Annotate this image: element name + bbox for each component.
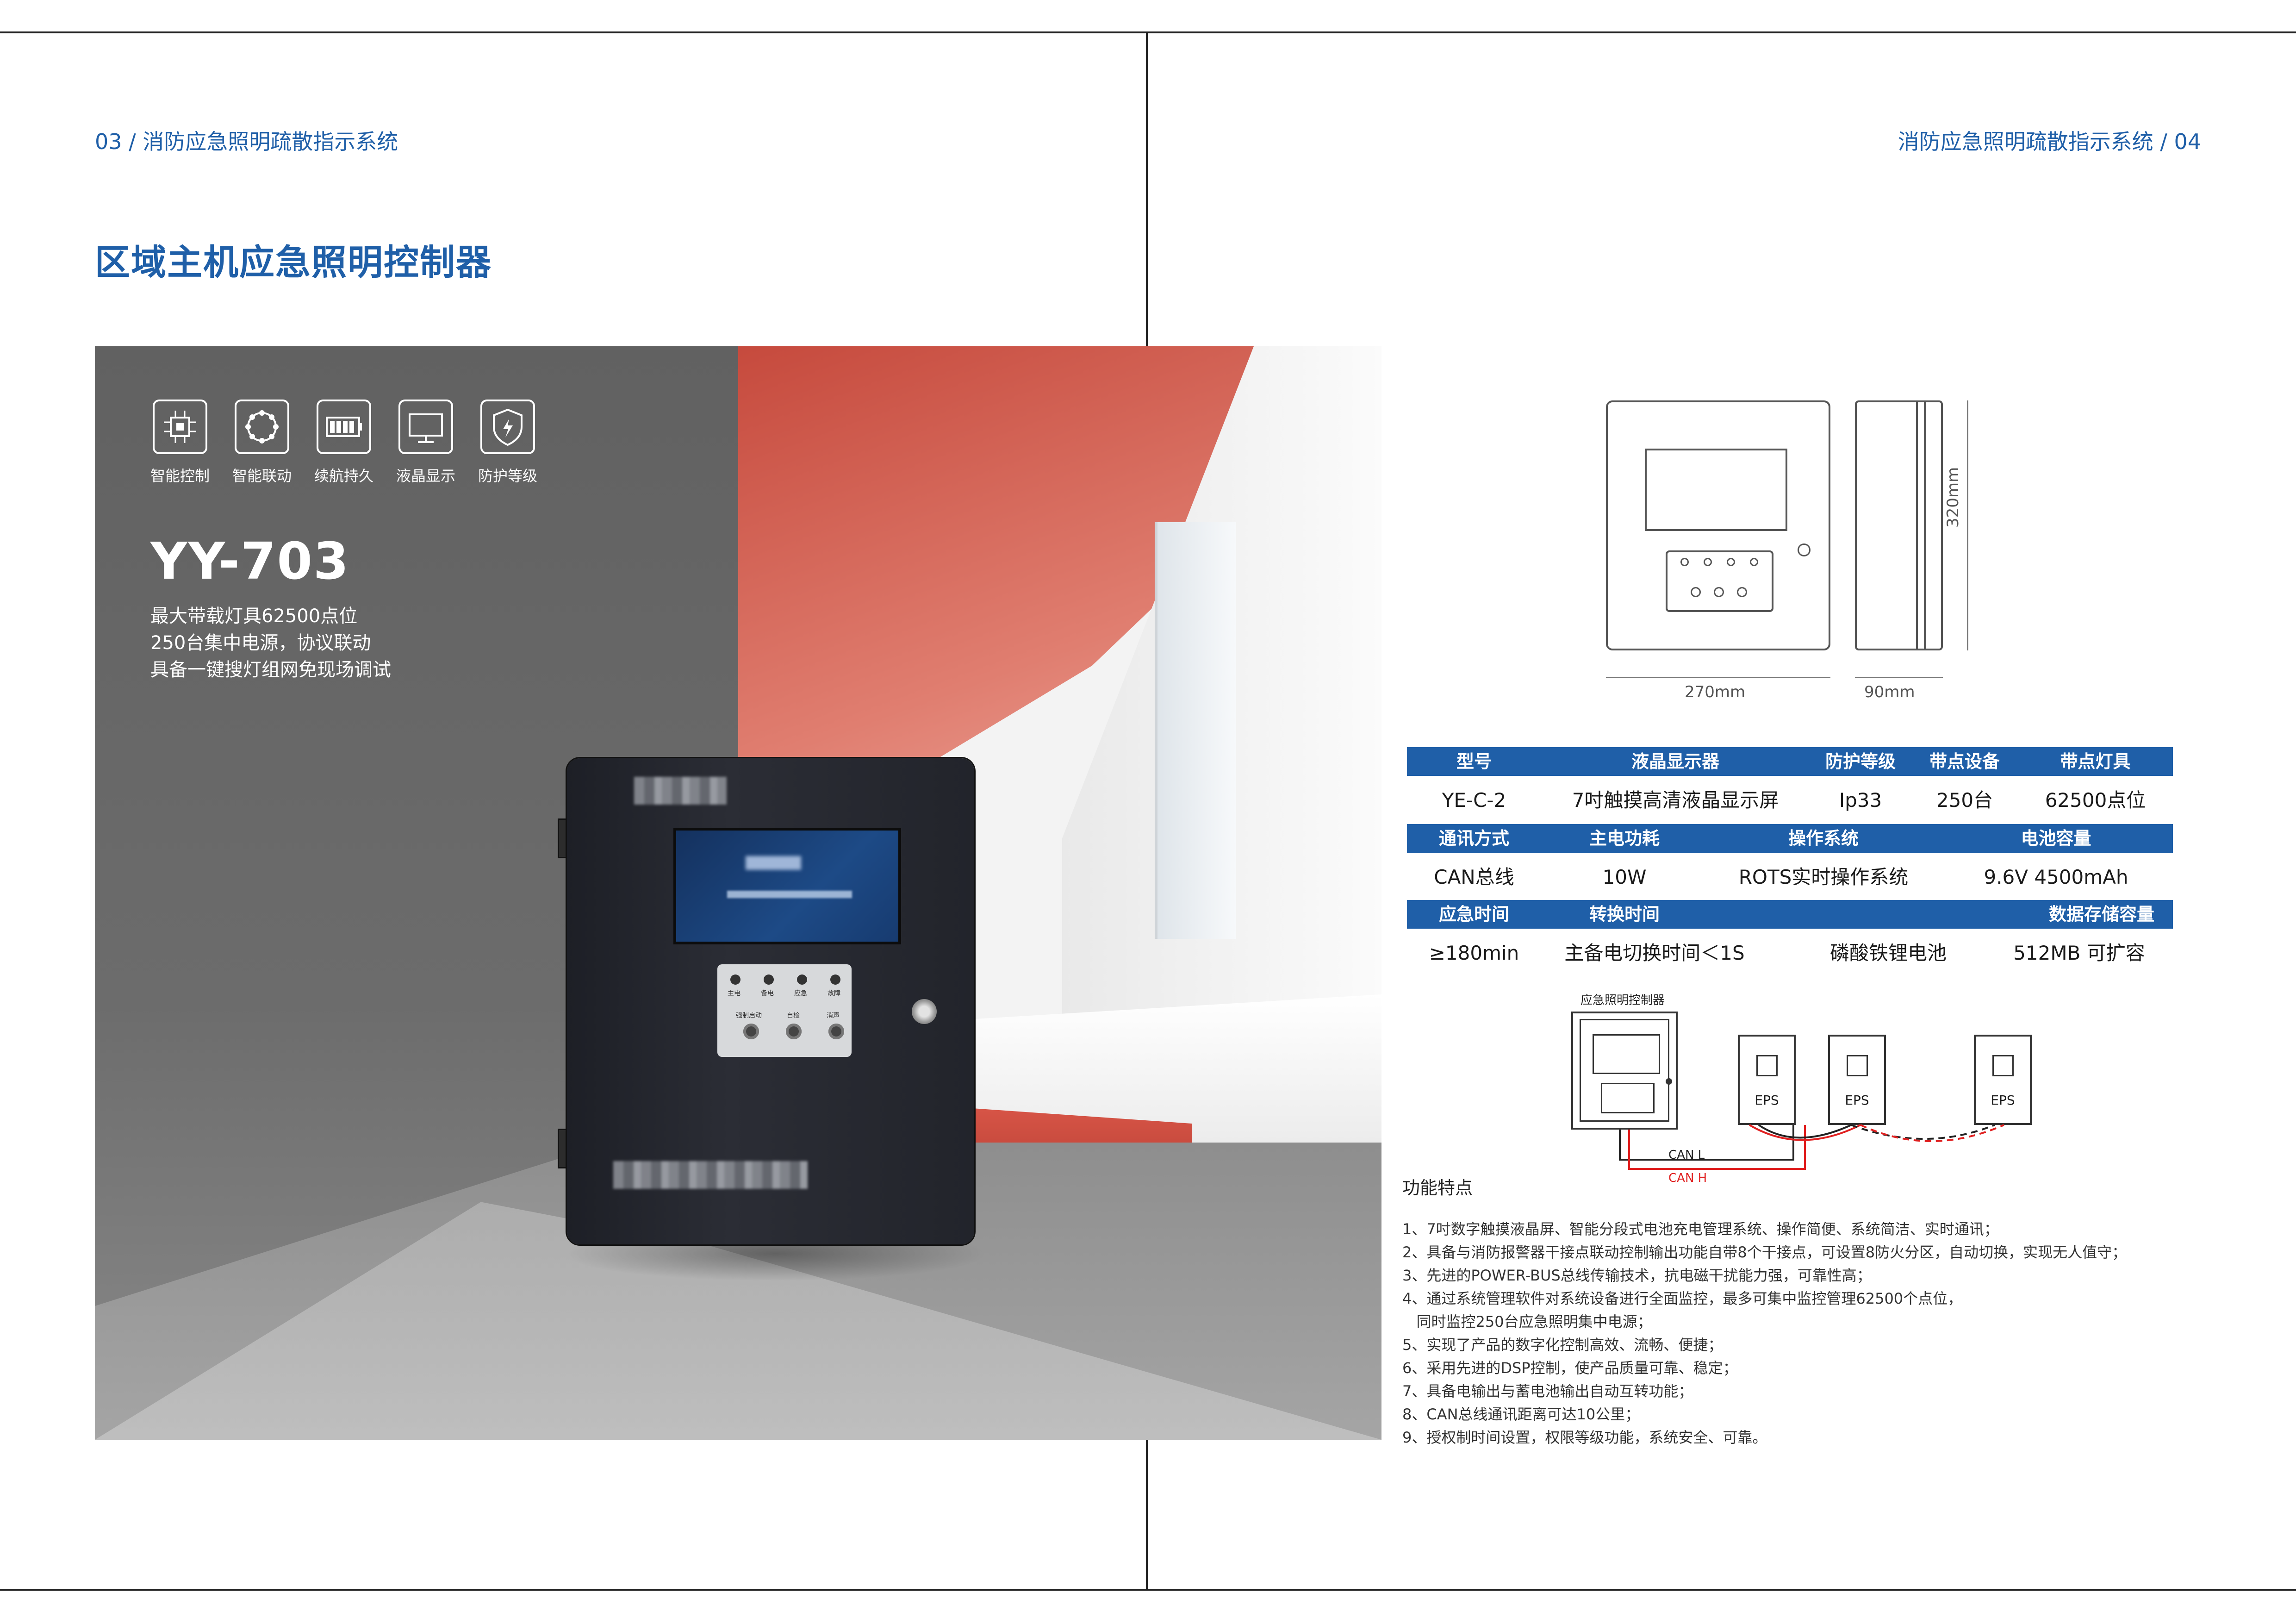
spec-header: 带点灯具: [2018, 747, 2173, 776]
window: [1155, 522, 1236, 939]
feature-item: 4、通过系统管理软件对系统设备进行全面监控，最多可集中监控管理62500个点位，: [1402, 1290, 1963, 1307]
monitor-icon: [398, 400, 453, 454]
features-title: 功能特点: [1402, 1178, 1473, 1198]
feature-item: 5、实现了产品的数字化控制高效、流畅、便捷；: [1402, 1336, 1723, 1354]
spec-header: 主电功耗: [1541, 824, 1708, 853]
height-dimension-line: [1967, 400, 1968, 650]
blurred-brand: [634, 777, 727, 805]
can-h-label: CAN H: [1668, 1171, 1707, 1185]
spec-value: 62500点位: [2045, 789, 2146, 812]
feature-label: 智能联动: [232, 467, 292, 485]
spec-value: CAN总线: [1434, 866, 1514, 888]
controller-box: [1571, 1012, 1678, 1130]
self-test-button[interactable]: [786, 1024, 802, 1039]
spec-line: 具备一键搜灯组网免现场调试: [150, 659, 391, 681]
product-photo-panel: 智能控制 智能联动 续航持久 液晶显示 防护等级 YY-703 最大带载灯具62…: [95, 346, 1381, 1440]
feature-item: 6、采用先进的DSP控制，使产品质量可靠、稳定；: [1402, 1359, 1738, 1377]
spec-value: ≥180min: [1429, 942, 1519, 964]
spec-value: 250台: [1936, 789, 1993, 812]
spec-header: 电池容量: [1939, 824, 2173, 853]
feature-label: 智能控制: [150, 467, 210, 485]
feature-label: 防护等级: [478, 467, 537, 485]
feature-item: 8、CAN总线通讯距离可达10公里；: [1402, 1405, 1640, 1423]
indicator-dot: [797, 974, 807, 985]
spec-header: 型号: [1407, 747, 1541, 776]
indicator-label: 故障: [828, 990, 840, 997]
feature-item: 同时监控250台应急照明集中电源；: [1402, 1313, 1652, 1330]
eps-label: EPS: [1991, 1093, 2015, 1108]
feature-item: 9、授权制时间设置，权限等级功能，系统安全、可靠。: [1402, 1429, 1767, 1446]
indicator-dot: [830, 974, 840, 985]
width-dimension: 270mm: [1685, 683, 1746, 701]
spec-value: 9.6V 4500mAh: [1984, 866, 2128, 888]
eps-box: EPS: [1974, 1035, 2032, 1125]
front-view-drawing: [1606, 400, 1830, 650]
button-label: 消声: [827, 1012, 840, 1019]
depth-dimension: 90mm: [1864, 683, 1915, 701]
eps-box: EPS: [1738, 1035, 1796, 1125]
spec-header: 液晶显示器: [1541, 747, 1810, 776]
bus-wiring: [1619, 1124, 2004, 1170]
chip-icon: [153, 400, 207, 454]
indicator-label: 主电: [728, 990, 740, 997]
feature-item: 3、先进的POWER-BUS总线传输技术，抗电磁干扰能力强，可靠性高；: [1402, 1267, 1872, 1284]
spec-header: 应急时间: [1407, 900, 1541, 929]
spec-value: 磷酸铁锂电池: [1829, 942, 1947, 964]
button-label: 强制启动: [736, 1012, 762, 1019]
right-running-header: 消防应急照明疏散指示系统 / 04: [1898, 129, 2201, 154]
controller-label: 应急照明控制器: [1580, 993, 1665, 1007]
button-label: 自检: [787, 1012, 800, 1019]
depth-dimension-line: [1855, 677, 1943, 678]
eps-box: EPS: [1828, 1035, 1886, 1125]
feature-item: 1、7吋数字触摸液晶屏、智能分段式电池充电管理系统、操作简便、系统简洁、实时通讯…: [1402, 1220, 1999, 1238]
feature-label: 液晶显示: [396, 467, 455, 485]
force-start-button[interactable]: [743, 1024, 759, 1039]
spec-header: 操作系统: [1708, 824, 1939, 853]
spec-header: 通讯方式: [1407, 824, 1541, 853]
can-l-label: CAN L: [1668, 1148, 1705, 1162]
spec-line: 最大带载灯具62500点位: [150, 606, 358, 627]
indicator-dot: [730, 974, 740, 985]
spec-header: 防护等级: [1810, 747, 1911, 776]
eps-label: EPS: [1845, 1093, 1869, 1108]
blurred-brand: [613, 1161, 808, 1189]
model-number: YY-703: [150, 531, 350, 591]
indicator-label: 应急: [794, 990, 807, 997]
device-screen: [673, 828, 901, 944]
spec-value: 512MB 可扩容: [2013, 942, 2145, 964]
spec-value: YE-C-2: [1442, 789, 1506, 812]
feature-item: 7、具备电输出与蓄电池输出自动互转功能；: [1402, 1382, 1693, 1400]
spec-value: ROTS实时操作系统: [1738, 866, 1909, 888]
side-view-drawing: [1855, 400, 1943, 650]
height-dimension: 320mm: [1944, 467, 1962, 528]
spec-line: 250台集中电源，协议联动: [150, 632, 371, 654]
feature-label: 续航持久: [314, 467, 373, 485]
battery-icon: [317, 400, 371, 454]
spec-header: 转换时间: [1541, 900, 1708, 929]
silence-button[interactable]: [828, 1024, 844, 1039]
spec-value: Ip33: [1839, 789, 1882, 812]
page-title: 区域主机应急照明控制器: [95, 242, 492, 283]
indicator-label: 备电: [761, 990, 774, 997]
spec-header: 带点设备: [1911, 747, 2018, 776]
left-running-header: 03 / 消防应急照明疏散指示系统: [95, 129, 398, 154]
indicator-dot: [764, 974, 774, 985]
spec-value: 7吋触摸高清液晶显示屏: [1572, 789, 1779, 812]
lock-icon: [912, 999, 937, 1024]
keypad: 主电 备电 应急 故障 强制启动 自检 消声: [717, 964, 852, 1057]
eps-label: EPS: [1755, 1093, 1779, 1108]
shield-icon: [480, 400, 535, 454]
spec-value: 10W: [1602, 866, 1647, 888]
feature-item: 2、具备与消防报警器干接点联动控制输出功能自带8个干接点，可设置8防火分区，自动…: [1402, 1243, 2127, 1261]
spec-value: 主备电切换时间＜1S: [1564, 942, 1745, 964]
network-icon: [235, 400, 289, 454]
width-dimension-line: [1606, 677, 1830, 678]
spec-header: 数据存储容量: [1939, 900, 2173, 929]
